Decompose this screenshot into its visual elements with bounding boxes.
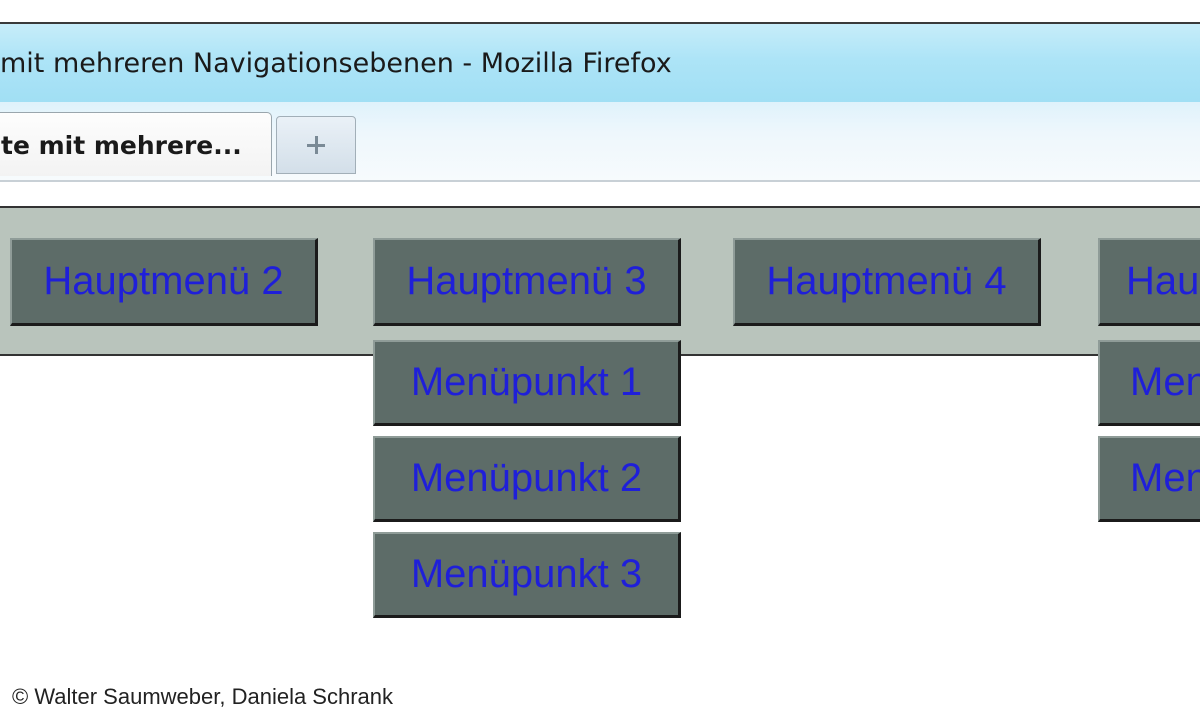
plus-icon bbox=[305, 134, 327, 156]
main-menu-item-4[interactable]: Hauptmenü 4 bbox=[733, 238, 1041, 326]
submenu-partial-item-1[interactable]: Men bbox=[1098, 340, 1200, 426]
window-titlebar[interactable]: mit mehreren Navigationsebenen - Mozilla… bbox=[0, 22, 1200, 102]
tab-active[interactable]: te mit mehrere... bbox=[0, 112, 272, 176]
main-menu-item-3[interactable]: Hauptmenü 3 bbox=[373, 238, 681, 326]
tab-active-label: te mit mehrere... bbox=[1, 131, 242, 160]
copyright-notice: © Walter Saumweber, Daniela Schrank bbox=[12, 684, 394, 709]
tab-strip: te mit mehrere... bbox=[0, 102, 1200, 180]
new-tab-button[interactable] bbox=[276, 116, 356, 174]
submenu-item-3[interactable]: Menüpunkt 3 bbox=[373, 532, 681, 618]
main-menu-item-2[interactable]: Hauptmenü 2 bbox=[10, 238, 318, 326]
submenu-partial-item-2[interactable]: Men bbox=[1098, 436, 1200, 522]
main-menu-item-5[interactable]: Hau bbox=[1098, 238, 1200, 326]
window-top-edge bbox=[0, 0, 1200, 22]
window-title: mit mehreren Navigationsebenen - Mozilla… bbox=[0, 48, 672, 79]
submenu-item-1[interactable]: Menüpunkt 1 bbox=[373, 340, 681, 426]
toolbar-divider bbox=[0, 180, 1200, 182]
submenu-item-2[interactable]: Menüpunkt 2 bbox=[373, 436, 681, 522]
